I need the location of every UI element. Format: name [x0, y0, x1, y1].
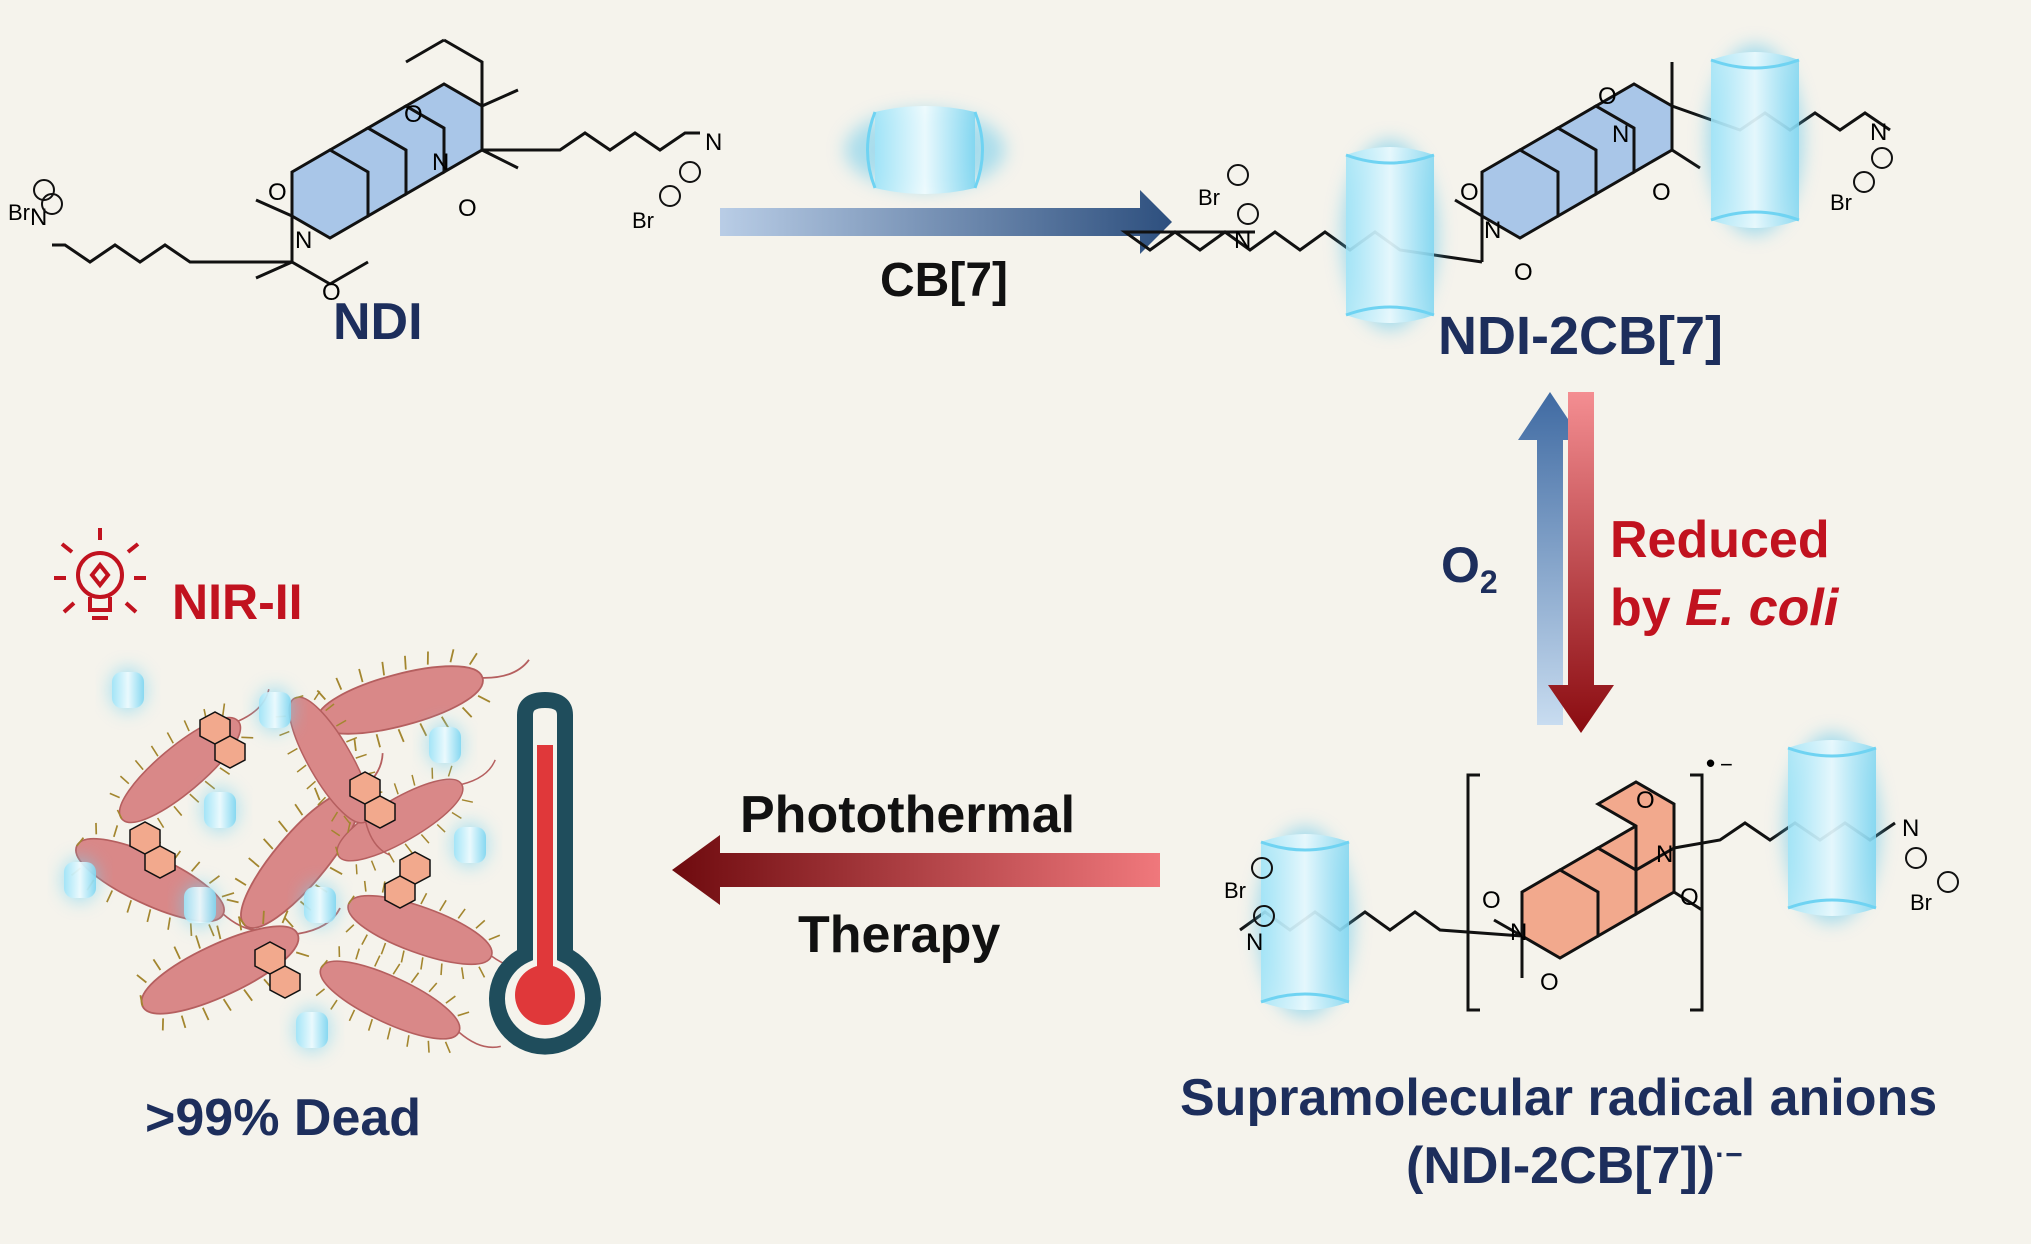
radical-nitrogen-2: N: [1656, 841, 1673, 868]
reduction-arrow: [1548, 392, 1614, 733]
radical-nitrogen-1: N: [1510, 919, 1527, 946]
radical-nitrogen-right: N: [1902, 815, 1919, 842]
ndi-2cb7-complex: O O O O N N N N Br Br: [1120, 45, 1893, 330]
complex-bromide-right: Br: [1830, 190, 1852, 215]
radical-oxygen-1: O: [1636, 787, 1655, 814]
ndi-bromide-right: Br: [632, 208, 654, 233]
ndi-oxygen-4: O: [322, 279, 341, 306]
bacteria-cluster: [59, 624, 547, 1085]
complex-nitrogen-2: N: [1612, 121, 1629, 148]
radical-oxygen-2: O: [1482, 887, 1501, 914]
photothermal-label: Photothermal: [740, 786, 1076, 844]
reduced-by-ecoli-label: by E. coli: [1610, 579, 1839, 637]
cb7-reagent-label: CB[7]: [880, 254, 1008, 307]
ndi-core: [290, 82, 484, 240]
complex-nitrogen-left: N: [1234, 227, 1251, 254]
ndi-oxygen-2: O: [404, 101, 423, 128]
radical-bromide-right: Br: [1910, 890, 1932, 915]
radical-nitrogen-left: N: [1246, 929, 1263, 956]
radical-formula-label: (NDI-2CB[7])·−: [1406, 1137, 1743, 1195]
complex-oxygen-2: O: [1598, 83, 1617, 110]
complex-oxygen-4: O: [1514, 259, 1533, 286]
complex-oxygen-1: O: [1460, 179, 1479, 206]
photothermal-arrow: [672, 835, 1160, 905]
ndi-nitrogen-right: N: [705, 129, 722, 156]
oxygen-label: O2: [1441, 537, 1498, 600]
thermometer-icon: [489, 691, 601, 1055]
ndi-oxygen-1: O: [268, 179, 287, 206]
radical-oxygen-3: O: [1680, 884, 1699, 911]
supramolecular-radical-anions-label: Supramolecular radical anions: [1180, 1069, 1938, 1127]
ndi-nitrogen-1: N: [295, 227, 312, 254]
nir-ii-label: NIR-II: [172, 574, 303, 630]
ndi-bromide-left: Br: [8, 200, 30, 225]
radical-anion-complex: O O O O N N N N Br Br • −: [1224, 733, 1959, 1017]
complex-bromide-left: Br: [1198, 185, 1220, 210]
dead-percentage-label: >99% Dead: [145, 1089, 422, 1147]
oxidation-arrow: [1518, 392, 1582, 725]
radical-dot: •: [1706, 748, 1715, 778]
complex-oxygen-3: O: [1652, 179, 1671, 206]
ndi-bonds: [52, 38, 700, 286]
ndi-label: NDI: [333, 293, 423, 351]
reduced-label: Reduced: [1610, 511, 1830, 569]
ndi-oxygen-3: O: [458, 195, 477, 222]
ndi-nitrogen-left: N: [30, 204, 47, 231]
complex-nitrogen-1: N: [1484, 217, 1501, 244]
radical-bromide-left: Br: [1224, 878, 1246, 903]
complex-nitrogen-right: N: [1870, 119, 1887, 146]
ndi-2cb7-label: NDI-2CB[7]: [1438, 306, 1724, 366]
radical-oxygen-4: O: [1540, 969, 1559, 996]
therapy-label: Therapy: [798, 906, 1001, 964]
ndi-molecule: O O O O N N N N Br Br: [8, 38, 722, 306]
complexation-arrow: [720, 190, 1172, 254]
radical-charge-minus: −: [1720, 752, 1733, 777]
light-bulb-icon: [54, 528, 146, 620]
cb7-ring-reagent: [845, 106, 1005, 194]
ndi-nitrogen-2: N: [432, 149, 449, 176]
